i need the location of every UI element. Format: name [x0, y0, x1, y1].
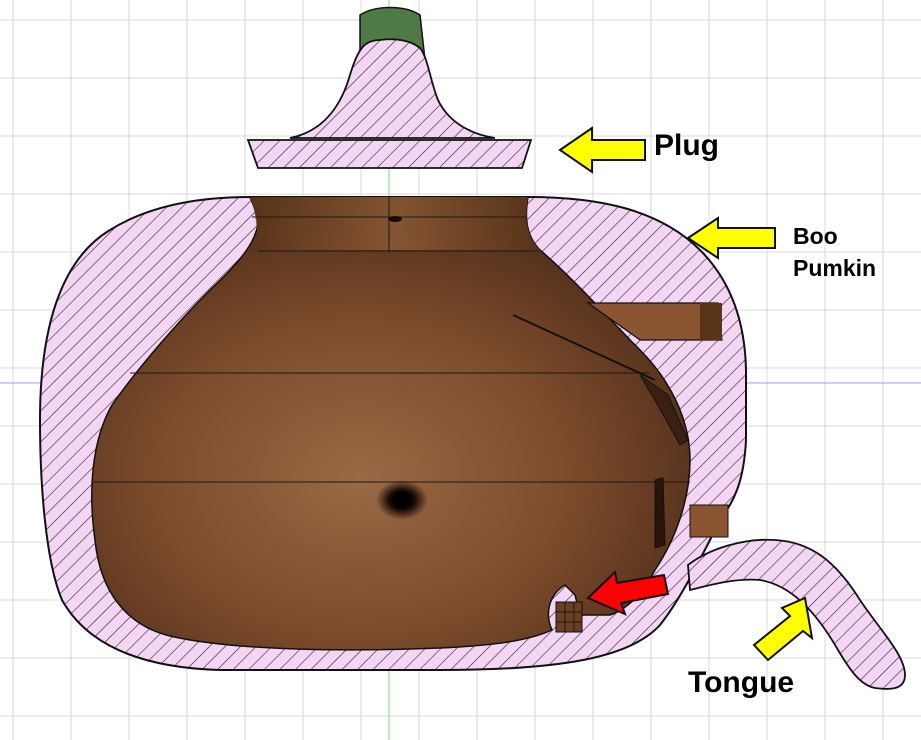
- notch-texture: [555, 601, 583, 633]
- arrow-left-icon: [686, 216, 776, 260]
- side-slot-face: [700, 303, 722, 340]
- arrow-left-icon: [558, 126, 646, 174]
- latch-flap: [639, 374, 689, 446]
- plug-section: [246, 6, 533, 169]
- tongue-shape: [687, 538, 906, 690]
- notch-lines: [556, 602, 582, 632]
- lower-latch: [654, 477, 666, 549]
- plug-body: [246, 38, 533, 169]
- body-label-line1: Boo: [793, 223, 838, 249]
- body-label-line2: Pumkin: [793, 255, 876, 281]
- tongue-label: Tongue: [688, 666, 794, 699]
- top-pin-hole: [388, 216, 402, 222]
- bottom-hole-center: [392, 491, 412, 509]
- arrow-up-right-icon: [752, 596, 814, 662]
- lower-slot-face: [689, 504, 729, 538]
- arrow-down-left-icon: [586, 569, 670, 616]
- plug-label: Plug: [654, 129, 719, 162]
- latch-blade: [512, 314, 656, 381]
- neck-interior: [250, 197, 540, 250]
- pumpkin-cavity: [91, 196, 691, 651]
- tongue-section: [687, 538, 906, 690]
- pumpkin-body-section: [38, 196, 747, 671]
